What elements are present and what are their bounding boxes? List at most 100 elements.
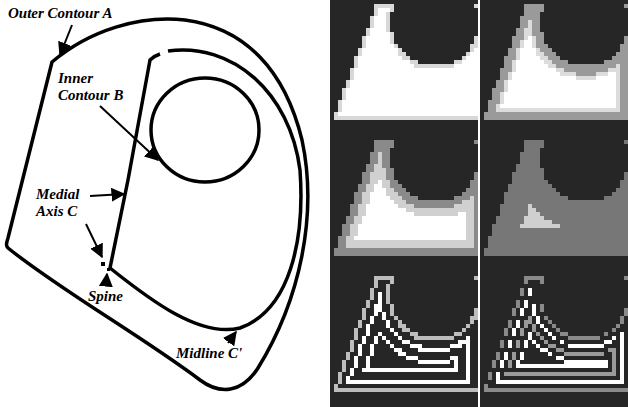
pixel bbox=[516, 12, 520, 16]
pixel bbox=[406, 120, 410, 124]
pixel bbox=[370, 100, 374, 104]
pixel bbox=[358, 88, 362, 92]
pixel bbox=[540, 52, 544, 56]
pixel bbox=[462, 96, 466, 100]
pixel bbox=[536, 64, 540, 68]
pixel bbox=[450, 116, 454, 120]
pixel bbox=[358, 132, 362, 136]
pixel bbox=[346, 104, 350, 108]
pixel bbox=[604, 40, 608, 44]
pixel bbox=[430, 132, 434, 136]
pixel bbox=[564, 52, 568, 56]
pixel bbox=[382, 120, 386, 124]
pixel bbox=[430, 92, 434, 96]
pixel bbox=[454, 124, 458, 128]
pixel bbox=[414, 76, 418, 80]
pixel bbox=[342, 84, 346, 88]
pixel bbox=[338, 68, 342, 72]
pixel bbox=[532, 56, 536, 60]
pixel bbox=[386, 4, 390, 8]
pixel bbox=[604, 56, 608, 60]
pixel bbox=[512, 64, 516, 68]
pixel bbox=[378, 40, 382, 44]
pixel bbox=[354, 4, 358, 8]
pixel bbox=[366, 0, 370, 4]
pixel bbox=[426, 76, 430, 80]
pixel bbox=[512, 4, 516, 8]
pixel bbox=[462, 52, 466, 56]
pixel bbox=[556, 72, 560, 76]
pixel bbox=[528, 24, 532, 28]
pixel bbox=[544, 76, 548, 80]
pixel bbox=[422, 132, 426, 136]
pixel bbox=[378, 28, 382, 32]
pixel bbox=[342, 8, 346, 12]
pixel bbox=[462, 80, 466, 84]
pixel bbox=[378, 24, 382, 28]
pixel bbox=[572, 16, 576, 20]
pixel bbox=[572, 8, 576, 12]
pixel bbox=[426, 8, 430, 12]
pixel bbox=[564, 36, 568, 40]
pixel bbox=[426, 128, 430, 132]
pixel bbox=[378, 52, 382, 56]
pixel bbox=[362, 116, 366, 120]
pixel bbox=[484, 68, 488, 72]
pixel bbox=[358, 116, 362, 120]
pixel bbox=[394, 124, 398, 128]
pixel bbox=[446, 40, 450, 44]
pixel bbox=[470, 124, 474, 128]
pixel bbox=[414, 4, 418, 8]
pixel bbox=[374, 0, 378, 4]
pixel bbox=[608, 56, 612, 60]
pixel bbox=[540, 12, 544, 16]
pixel bbox=[564, 12, 568, 16]
pixel bbox=[426, 68, 430, 72]
pixel bbox=[346, 108, 350, 112]
pixel bbox=[426, 12, 430, 16]
pixel bbox=[616, 72, 620, 76]
pixel bbox=[430, 0, 434, 4]
pixel bbox=[330, 32, 334, 36]
pixel bbox=[520, 44, 524, 48]
pixel bbox=[422, 0, 426, 4]
pixel bbox=[454, 24, 458, 28]
pixel bbox=[474, 92, 478, 96]
pixel bbox=[576, 40, 580, 44]
pixel bbox=[338, 60, 342, 64]
pixel bbox=[500, 20, 504, 24]
pixel bbox=[374, 44, 378, 48]
pixel bbox=[394, 32, 398, 36]
pixel bbox=[374, 96, 378, 100]
pixel-panel bbox=[330, 0, 478, 136]
pixel bbox=[386, 76, 390, 80]
pixel bbox=[616, 28, 620, 32]
pixel bbox=[414, 68, 418, 72]
pixel bbox=[488, 8, 492, 12]
pixel bbox=[358, 100, 362, 104]
pixel bbox=[426, 16, 430, 20]
pixel bbox=[354, 100, 358, 104]
pixel bbox=[612, 64, 616, 68]
pixel bbox=[508, 72, 512, 76]
pixel bbox=[588, 32, 592, 36]
pixel bbox=[430, 24, 434, 28]
pixel bbox=[446, 44, 450, 48]
pixel bbox=[488, 36, 492, 40]
pixel bbox=[378, 100, 382, 104]
pixel bbox=[552, 36, 556, 40]
pixel bbox=[516, 60, 520, 64]
pixel bbox=[386, 100, 390, 104]
pixel bbox=[358, 0, 362, 4]
pixel bbox=[466, 28, 470, 32]
pixel bbox=[544, 40, 548, 44]
pixel bbox=[474, 120, 478, 124]
pixel bbox=[500, 76, 504, 80]
pixel bbox=[378, 32, 382, 36]
pixel bbox=[398, 104, 402, 108]
pixel bbox=[454, 28, 458, 32]
pixel bbox=[362, 44, 366, 48]
pixel bbox=[616, 44, 620, 48]
pixel bbox=[378, 116, 382, 120]
pixel bbox=[556, 52, 560, 56]
